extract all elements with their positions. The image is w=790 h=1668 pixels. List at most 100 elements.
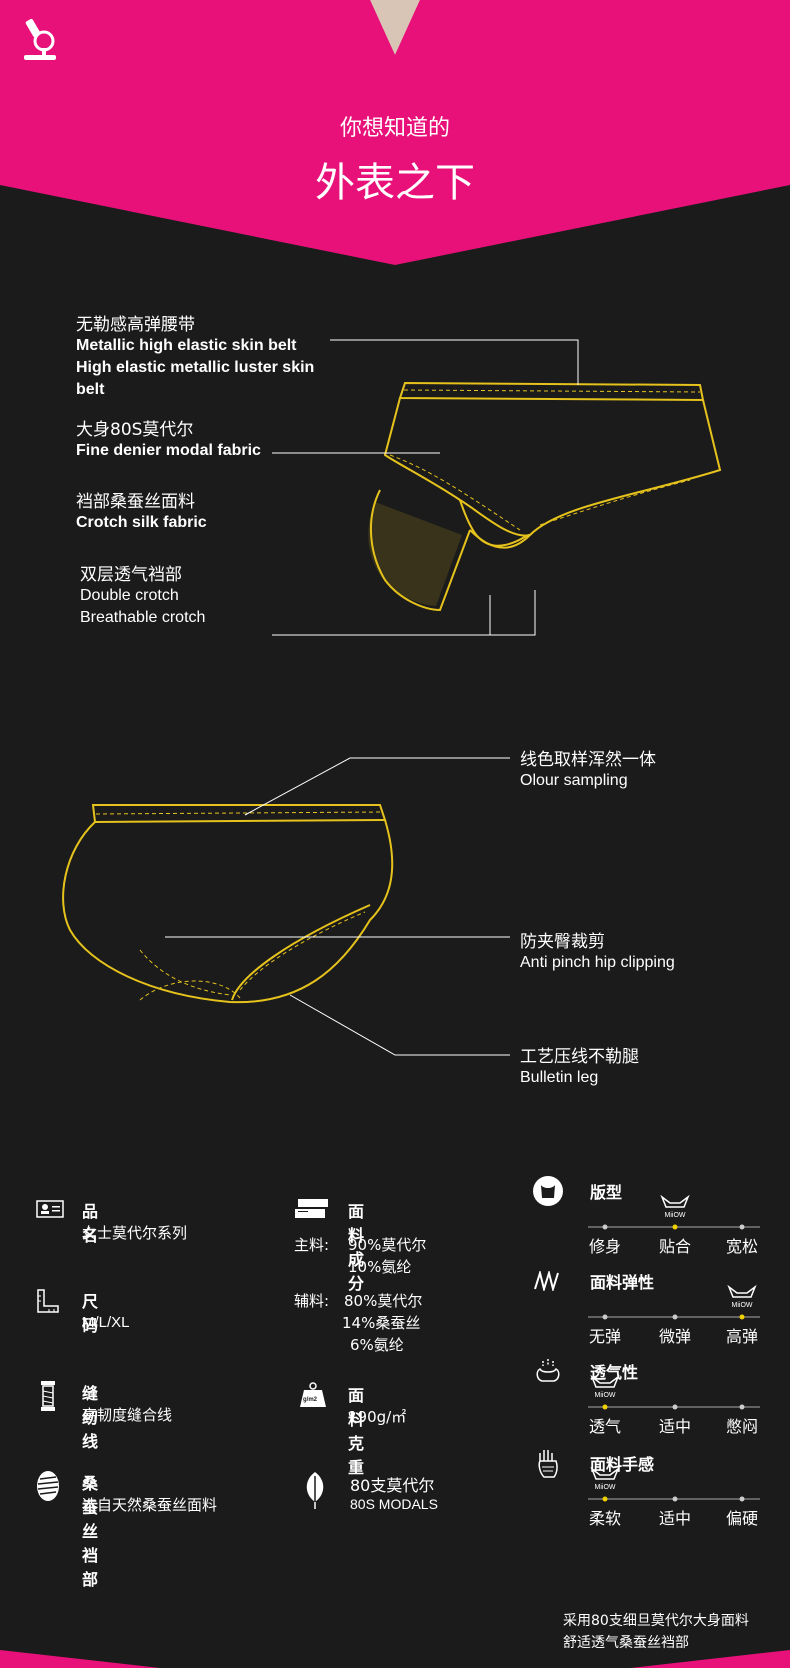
zigzag-elastic-icon: [534, 1271, 559, 1291]
scale-dot: [672, 1496, 678, 1502]
callout-color-sampling-en: Olour sampling: [520, 772, 628, 789]
scale-track-line: MiiOW: [588, 1466, 760, 1502]
scale-dot: [602, 1496, 608, 1502]
callout-body-fabric-cn: 大身80S莫代尔: [76, 420, 194, 440]
scale-track-line: MiiOW: [588, 1194, 760, 1230]
cat-logo-icon: MiiOW: [660, 1194, 690, 1219]
scale-label: 修身: [589, 1237, 622, 1256]
spec-weight-title: 面料克重: [348, 1386, 365, 1477]
header-subtitle: 你想知道的: [339, 116, 450, 141]
callout-anti-pinch-en: Anti pinch hip clipping: [520, 954, 675, 971]
spec-name-value: 女士莫代尔系列: [82, 1224, 188, 1242]
callout-crotch-silk-en: Crotch silk fabric: [76, 514, 207, 531]
scale-fit-title: 版型: [590, 1183, 623, 1202]
scale-dot: [739, 1496, 745, 1502]
spec-main-label: 主料:: [294, 1236, 330, 1254]
scale-dot: [739, 1314, 745, 1320]
spec-aux-label: 辅料:: [294, 1292, 330, 1310]
id-card-icon: [36, 1200, 64, 1218]
panties-back-outline: [62, 757, 510, 1056]
callout-bulletin-leg: 工艺压线不勒腿 Bulletin leg: [520, 1042, 639, 1089]
callout-waistband: 无勒感高弹腰带 Metallic high elastic skin belt …: [76, 310, 314, 401]
microscope-icon: [20, 15, 60, 68]
callout-waistband-cn: 无勒感高弹腰带: [76, 315, 195, 335]
scale-elasticity-title: 面料弹性: [590, 1273, 655, 1292]
spec-silk-title: 桑蚕丝裆部: [82, 1474, 99, 1589]
scale-label: 高弹: [726, 1327, 759, 1346]
scale-label: 无弹: [589, 1327, 622, 1346]
scale-dot: [672, 1314, 678, 1320]
callout-double-crotch-cn: 双层透气裆部: [80, 565, 182, 585]
scale-dot: [602, 1314, 608, 1320]
footer-note: 采用80支细旦莫代尔大身面料 舒适透气桑蚕丝裆部: [563, 1610, 783, 1654]
callout-waistband-en2: High elastic metallic luster skin: [76, 359, 315, 376]
scale-track-line: MiiOW: [588, 1284, 760, 1320]
spec-main-2: 10%氨纶: [348, 1258, 412, 1276]
callout-double-crotch-en2: Breathable crotch: [80, 609, 206, 626]
spec-thread-value: 高韧度缝合线: [82, 1406, 173, 1424]
callout-anti-pinch: 防夹臀裁剪 Anti pinch hip clipping: [520, 927, 675, 974]
scale-label: 偏硬: [726, 1509, 759, 1528]
spec-size-title: 尺码: [82, 1292, 99, 1335]
callout-crotch-silk: 裆部桑蚕丝面料 Crotch silk fabric: [76, 487, 207, 534]
callout-crotch-silk-cn: 裆部桑蚕丝面料: [76, 492, 195, 512]
scale-label: 憋闷: [726, 1417, 759, 1436]
callout-anti-pinch-cn: 防夹臀裁剪: [520, 932, 605, 952]
cat-logo-text: MiiOW: [595, 1392, 616, 1399]
spec-aux-2: 14%桑蚕丝: [342, 1314, 421, 1332]
scale-dot: [739, 1404, 745, 1410]
callout-body-fabric-en: Fine denier modal fabric: [76, 442, 261, 459]
scale-track-line: MiiOW: [588, 1374, 760, 1410]
scale-label: 适中: [659, 1509, 692, 1528]
spec-modal-title: 80支莫代尔: [350, 1476, 435, 1495]
scale-label: 柔软: [589, 1509, 622, 1528]
cat-logo-icon: MiiOW: [590, 1466, 620, 1491]
spec-modal-value: 80S MODALS: [350, 1496, 438, 1512]
cat-logo-text: MiiOW: [595, 1484, 616, 1491]
spec-aux-1: 80%莫代尔: [344, 1292, 423, 1310]
scale-hand-feel-title: 面料手感: [590, 1455, 655, 1474]
scale-dot: [739, 1224, 745, 1230]
callout-color-sampling-cn: 线色取样浑然一体: [520, 750, 656, 770]
callout-double-crotch-en1: Double crotch: [80, 587, 179, 604]
fit-shape-icon: [533, 1176, 563, 1206]
cat-logo-icon: MiiOW: [727, 1284, 757, 1309]
weight-icon: [300, 1382, 326, 1407]
leaf-icon: [306, 1472, 324, 1509]
spec-weight-value: 190g/㎡: [348, 1408, 407, 1426]
spec-aux-3: 6%氨纶: [350, 1336, 404, 1354]
spec-name-title: 品名: [82, 1202, 99, 1245]
footer-line-2: 舒适透气桑蚕丝裆部: [563, 1635, 689, 1651]
spec-thread-title: 缝纫线: [82, 1384, 99, 1451]
scale-dot: [602, 1224, 608, 1230]
cat-logo-text: MiiOW: [665, 1212, 686, 1219]
spec-fabric-title: 面料成分: [348, 1202, 365, 1293]
hand-touch-icon: [538, 1450, 558, 1478]
scale-dot: [602, 1404, 608, 1410]
cat-logo-icon: MiiOW: [590, 1374, 620, 1399]
callout-bulletin-leg-en: Bulletin leg: [520, 1069, 599, 1086]
breathable-icon: [536, 1359, 560, 1382]
panties-front-outline: [272, 339, 722, 636]
callout-body-fabric: 大身80S莫代尔 Fine denier modal fabric: [76, 415, 261, 462]
header-title: 外表之下: [315, 160, 475, 206]
scale-hand-feel: 面料手感 MiiOW 柔软 适中 偏硬: [530, 1447, 775, 1537]
spec-main-1: 90%莫代尔: [348, 1236, 427, 1254]
ruler-icon: [37, 1289, 59, 1313]
scale-dot: [672, 1404, 678, 1410]
callout-double-crotch: 双层透气裆部 Double crotch Breathable crotch: [80, 560, 205, 629]
scale-label: 透气: [589, 1417, 622, 1436]
scale-dot: [672, 1224, 678, 1230]
header-shape: [0, 0, 790, 265]
spec-silk-value: 选自天然桑蚕丝面料: [82, 1496, 218, 1514]
callout-color-sampling: 线色取样浑然一体 Olour sampling: [520, 745, 656, 792]
callout-waistband-en1: Metallic high elastic skin belt: [76, 337, 297, 354]
cat-logo-text: MiiOW: [732, 1302, 753, 1309]
scale-breathability-title: 透气性: [590, 1363, 639, 1382]
scale-elasticity: 面料弹性 MiiOW 无弹 微弹 高弹: [530, 1265, 775, 1355]
header-banner: 你想知道的 外表之下: [0, 0, 790, 270]
footer-accent-shape: [0, 1650, 790, 1668]
scale-label: 微弹: [659, 1327, 692, 1346]
thread-spool-icon: [41, 1381, 55, 1411]
